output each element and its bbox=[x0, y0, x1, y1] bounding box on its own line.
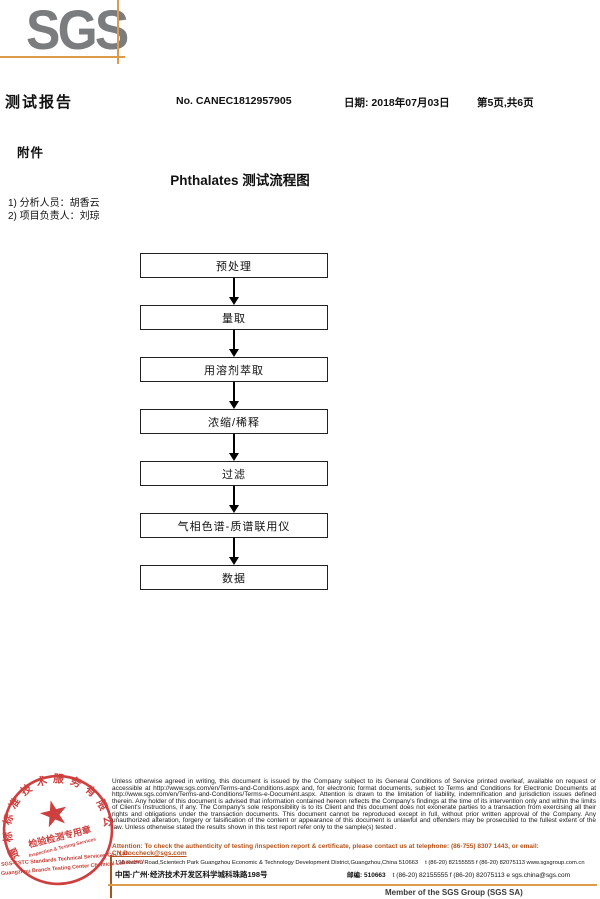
flow-step-concentrate-dilute: 浓缩/稀释 bbox=[140, 409, 328, 434]
address-cn-postcode: 邮编: 510663 bbox=[347, 872, 386, 879]
arrow-down-icon bbox=[140, 330, 328, 357]
inspection-stamp-icon: 通标标准技术服务有限公司广州分公司 检验检测专用章 Inspection & T… bbox=[0, 751, 127, 899]
footer-crop-mark bbox=[110, 855, 112, 898]
attachment-label: 附件 bbox=[17, 146, 45, 160]
sgs-logo: SGS bbox=[26, 0, 129, 61]
flow-step-data: 数据 bbox=[140, 565, 328, 590]
star-icon bbox=[39, 800, 67, 828]
address-cn-contacts: t (86-20) 82155555 f (86-20) 82075113 e … bbox=[392, 872, 571, 879]
footer-rule bbox=[108, 884, 597, 886]
attention-text: Attention: To check the authenticity of … bbox=[112, 843, 539, 850]
arrow-down-icon bbox=[140, 538, 328, 565]
address-en-contacts: t (86-20) 82155555 f (86-20) 82075113 ww… bbox=[425, 860, 585, 866]
report-date: 日期: 2018年07月03日 bbox=[344, 97, 450, 109]
test-flowchart: 预处理 量取 用溶剂萃取 浓缩/稀释 过滤 气相色谱-质谱联用仪 数据 bbox=[140, 253, 328, 590]
flow-step-filter: 过滤 bbox=[140, 461, 328, 486]
stamp-circle bbox=[2, 774, 114, 886]
page-indicator: 第5页,共6页 bbox=[477, 97, 534, 109]
address-row-en: 198 Kezhu Road,Scientech Park Guangzhou … bbox=[115, 860, 597, 866]
analyst-line: 1) 分析人员：胡香云 bbox=[8, 198, 100, 209]
doccheck-email-link[interactable]: CN.Doccheck@sgs.com bbox=[112, 849, 187, 857]
flow-step-solvent-extraction: 用溶剂萃取 bbox=[140, 357, 328, 382]
report-title: 测试报告 bbox=[5, 94, 74, 111]
flow-step-gcms: 气相色谱-质谱联用仪 bbox=[140, 513, 328, 538]
attention-notice: Attention: To check the authenticity of … bbox=[112, 843, 596, 858]
flowchart-title: Phthalates 测试流程图 bbox=[170, 173, 310, 188]
flow-step-pretreatment: 预处理 bbox=[140, 253, 328, 278]
logo-horizontal-rule bbox=[0, 56, 125, 58]
personnel-list: 1) 分析人员：胡香云 2) 项目负责人：刘琼 bbox=[8, 198, 100, 223]
arrow-down-icon bbox=[140, 434, 328, 461]
legal-disclaimer: Unless otherwise agreed in writing, this… bbox=[112, 778, 596, 831]
leader-line: 2) 项目负责人：刘琼 bbox=[8, 210, 100, 222]
arrow-down-icon bbox=[140, 278, 328, 305]
logo-vertical-rule bbox=[117, 0, 119, 64]
address-cn: 中国·广州·经济技术开发区科学城科珠路198号 bbox=[115, 870, 268, 879]
address-row-cn: 中国·广州·经济技术开发区科学城科珠路198号 邮编: 510663 t (86… bbox=[115, 869, 597, 880]
sgs-member-text: Member of the SGS Group (SGS SA) bbox=[385, 888, 523, 897]
arrow-down-icon bbox=[140, 382, 328, 409]
address-en: 198 Kezhu Road,Scientech Park Guangzhou … bbox=[115, 860, 419, 866]
stamp-svg: 通标标准技术服务有限公司广州分公司 检验检测专用章 Inspection & T… bbox=[0, 751, 117, 886]
arrow-down-icon bbox=[140, 486, 328, 513]
flow-step-measure: 量取 bbox=[140, 305, 328, 330]
report-number: No. CANEC1812957905 bbox=[176, 95, 292, 107]
